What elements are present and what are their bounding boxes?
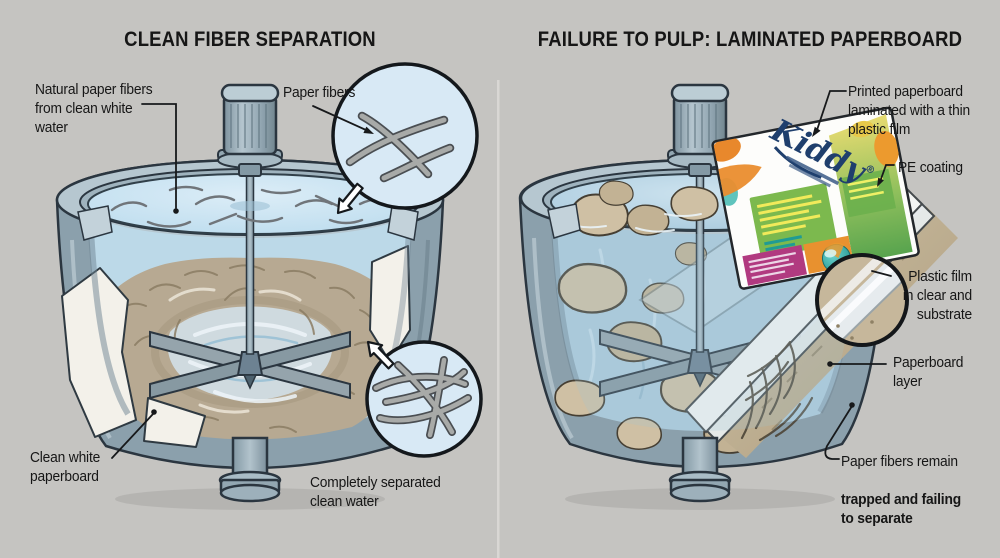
label-paperboard-layer: Paperboard layer xyxy=(893,354,964,390)
trapped-fiber-mesh xyxy=(740,340,814,442)
left-pulping-vat xyxy=(55,83,445,510)
label-natural-fibers: Natural paper fibers from clean white wa… xyxy=(35,81,153,136)
zoom-arrow-icon xyxy=(336,182,364,215)
leader-natural-fibers xyxy=(141,103,177,209)
leader-fibers-trapped xyxy=(824,405,853,460)
fiber-inset-magnifier-bottom xyxy=(365,340,483,458)
leader-clean-white xyxy=(111,413,154,459)
fiber-strands xyxy=(372,356,472,439)
label-plastic-film: Plastic film in clear and substrate xyxy=(902,268,972,323)
vat-pedestal xyxy=(218,436,282,503)
leader-pe-coating xyxy=(880,164,895,180)
fiber-strands xyxy=(345,111,455,183)
right-pulping-vat: Kiddy® xyxy=(518,83,958,510)
panel-title-left: CLEAN FIBER SEPARATION xyxy=(124,28,376,51)
label-paper-fibers: Paper fibers xyxy=(283,84,356,101)
leader-paper-fibers xyxy=(312,105,367,131)
leader-plastic-film xyxy=(871,270,892,277)
impeller xyxy=(149,330,351,400)
leader-printed-paperboard xyxy=(816,90,847,131)
label-fibers-trapped-bold: trapped and failing to separate xyxy=(841,491,961,527)
plastic-film-magnifier-icon xyxy=(815,253,909,347)
label-clean-white-paperboard: Clean white paperboard xyxy=(30,449,101,485)
zoom-arrow-icon xyxy=(366,340,395,370)
label-printed-paperboard: Printed paperboard laminated with a thin… xyxy=(848,83,970,138)
brand-trademark: ® xyxy=(863,163,877,177)
panel-divider-line xyxy=(497,80,500,558)
panel-title-right: FAILURE TO PULP: LAMINATED PAPERBOARD xyxy=(537,28,963,51)
label-fibers-trapped-intro: Paper fibers remain xyxy=(841,453,958,470)
fiber-inset-magnifier-top xyxy=(331,62,479,215)
label-fibers-trapped: Paper fibers remain trapped and failing … xyxy=(841,433,961,547)
leader-lines xyxy=(111,90,895,460)
label-separated-water: Completely separated clean water xyxy=(310,474,441,510)
label-pe-coating: PE coating xyxy=(898,159,963,176)
vat-pedestal xyxy=(668,436,732,503)
agitator-motor xyxy=(217,83,283,177)
